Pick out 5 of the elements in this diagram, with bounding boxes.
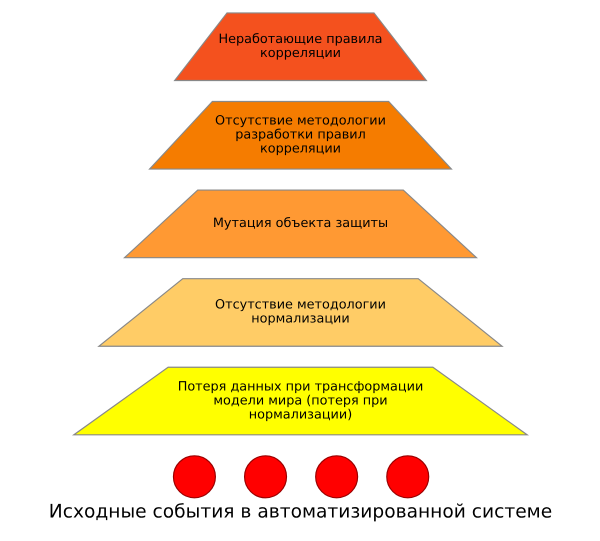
node-circle <box>243 455 287 498</box>
node-circle <box>386 455 429 498</box>
node-circle <box>314 455 358 498</box>
caption: Исходные события в автоматизированной системе <box>48 501 552 522</box>
node-circle <box>172 455 216 498</box>
